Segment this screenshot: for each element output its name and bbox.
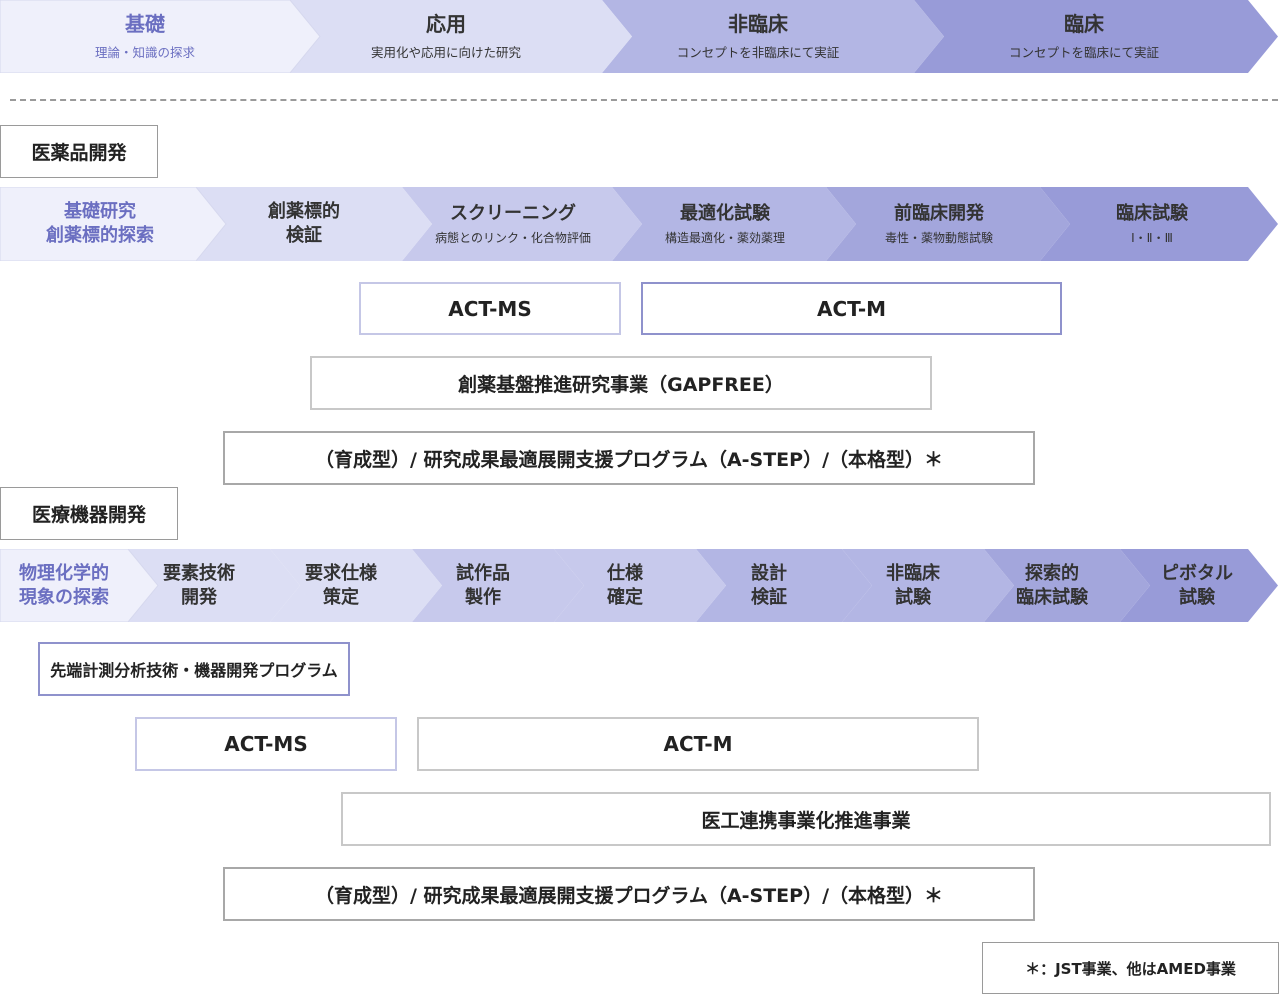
stage-line2: 確定 xyxy=(607,586,643,608)
stage-line2: 創薬標的探索 xyxy=(46,225,154,246)
device-stage-spec-fix: 仕様 確定 xyxy=(554,549,696,622)
phase-title: 臨床 xyxy=(1064,12,1104,36)
stage-line1: 基礎研究 xyxy=(64,201,136,222)
drug-stage-clinical-trial: 臨床試験 Ⅰ・Ⅱ・Ⅲ xyxy=(1046,187,1258,261)
phase-arrow-2 xyxy=(290,0,632,73)
device-stage-pivotal: ピボタル 試験 xyxy=(1120,549,1274,622)
drug-stage-arrow-5 xyxy=(826,187,1070,261)
device-stage-shapes xyxy=(0,549,1278,622)
device-stage-exploratory-clinical: 探索的 臨床試験 xyxy=(984,549,1120,622)
device-stage-arrow-1 xyxy=(0,549,159,622)
device-program-sentan: 先端計測分析技術・機器開発プログラム xyxy=(38,642,350,696)
stage-line2: 試験 xyxy=(1179,586,1215,608)
device-stage-element-tech: 要素技術 開発 xyxy=(128,549,270,622)
phase-basic: 基礎 理論・知識の探求 xyxy=(0,0,290,73)
drug-stage-rail: 基礎研究 創薬標的探索 創薬標的 検証 スクリーニング 病態とのリンク・化合物評… xyxy=(0,187,1278,261)
device-stage-arrow-8 xyxy=(984,549,1150,622)
stage-line2: 検証 xyxy=(751,586,787,608)
drug-stage-arrow-1 xyxy=(0,187,227,261)
stage-line1: 探索的 xyxy=(1025,562,1079,584)
stage-subtitle: 構造最適化・薬効薬理 xyxy=(664,231,785,245)
device-program-a-step: （育成型）/ 研究成果最適展開支援プログラム（A-STEP）/（本格型）＊ xyxy=(223,867,1035,921)
stage-line1: 物理化学的 xyxy=(19,562,109,584)
phase-arrow-rail: 基礎 理論・知識の探求 応用 実用化や応用に向けた研究 非臨床 コンセプトを非臨… xyxy=(0,0,1278,73)
drug-program-act-m: ACT-M xyxy=(641,282,1062,335)
stage-line1: 非臨床 xyxy=(886,562,940,584)
phase-arrow-1 xyxy=(0,0,321,73)
device-stage-arrow-6 xyxy=(696,549,872,622)
drug-section-label: 医薬品開発 xyxy=(0,125,158,178)
drug-stage-shapes xyxy=(0,187,1278,261)
stage-line1: 設計 xyxy=(751,562,787,584)
drug-stage-screening: スクリーニング 病態とのリンク・化合物評価 xyxy=(408,187,618,261)
footnote: ＊：JST事業、他はAMED事業 xyxy=(982,942,1279,994)
drug-program-a-step: （育成型）/ 研究成果最適展開支援プログラム（A-STEP）/（本格型）＊ xyxy=(223,431,1035,485)
drug-stage-preclinical: 前臨床開発 毒性・薬物動態試験 xyxy=(832,187,1046,261)
stage-subtitle: 毒性・薬物動態試験 xyxy=(884,231,993,245)
stage-line2: 開発 xyxy=(181,586,217,608)
stage-line1: 要求仕様 xyxy=(305,562,377,584)
device-stage-arrow-3 xyxy=(270,549,442,622)
phase-subtitle: 実用化や応用に向けた研究 xyxy=(370,45,521,60)
stage-line1: 創薬標的 xyxy=(268,201,340,222)
phase-arrow-4 xyxy=(914,0,1278,73)
stage-line1: 試作品 xyxy=(456,562,510,584)
phase-title: 応用 xyxy=(426,12,466,36)
stage-line2: 臨床試験 xyxy=(1016,586,1088,608)
device-program-ikou: 医工連携事業化推進事業 xyxy=(341,792,1271,846)
stage-line2: 策定 xyxy=(323,586,359,608)
drug-stage-arrow-2 xyxy=(196,187,432,261)
drug-stage-basic-research: 基礎研究 創薬標的探索 xyxy=(0,187,200,261)
drug-stage-arrow-6 xyxy=(1040,187,1278,261)
phase-title: 基礎 xyxy=(125,12,165,36)
drug-stage-target-validation: 創薬標的 検証 xyxy=(200,187,408,261)
stage-line1: 仕様 xyxy=(607,562,643,584)
device-stage-arrow-5 xyxy=(554,549,726,622)
device-stage-arrow-9 xyxy=(1120,549,1278,622)
stage-line2: 製作 xyxy=(465,586,501,608)
phase-applied: 応用 実用化や応用に向けた研究 xyxy=(290,0,602,73)
phase-arrow-3 xyxy=(602,0,944,73)
stage-line1: 臨床試験 xyxy=(1116,203,1188,224)
drug-stage-optimization: 最適化試験 構造最適化・薬効薬理 xyxy=(618,187,832,261)
phase-subtitle: コンセプトを非臨床にて実証 xyxy=(676,45,840,60)
stage-line2: 試験 xyxy=(895,586,931,608)
phase-clinical: 臨床 コンセプトを臨床にて実証 xyxy=(914,0,1254,73)
phase-subtitle: コンセプトを臨床にて実証 xyxy=(1008,45,1159,60)
stage-line1: ピボタル xyxy=(1161,562,1233,584)
stage-line1: 前臨床開発 xyxy=(894,203,984,224)
device-section-label: 医療機器開発 xyxy=(0,487,178,540)
device-stage-prototype: 試作品 製作 xyxy=(412,549,554,622)
device-stage-arrow-2 xyxy=(128,549,300,622)
drug-stage-arrow-4 xyxy=(612,187,856,261)
stage-line1: 最適化試験 xyxy=(680,203,770,224)
phase-arrow-shapes xyxy=(0,0,1278,73)
stage-line1: スクリーニング xyxy=(450,203,576,224)
phase-nonclinical: 非臨床 コンセプトを非臨床にて実証 xyxy=(602,0,914,73)
stage-line2: 検証 xyxy=(286,225,322,246)
device-stage-arrow-7 xyxy=(842,549,1014,622)
device-stage-arrow-4 xyxy=(412,549,584,622)
phase-subtitle: 理論・知識の探求 xyxy=(94,45,195,60)
stage-subtitle: 病態とのリンク・化合物評価 xyxy=(435,231,591,245)
phase-title: 非臨床 xyxy=(728,12,788,36)
device-stage-nonclinical: 非臨床 試験 xyxy=(842,549,984,622)
stage-line2: 現象の探索 xyxy=(19,586,109,608)
device-stage-requirements: 要求仕様 策定 xyxy=(270,549,412,622)
stage-line1: 要素技術 xyxy=(163,562,235,584)
drug-program-gapfree: 創薬基盤推進研究事業（GAPFREE） xyxy=(310,356,932,410)
device-stage-design-verification: 設計 検証 xyxy=(696,549,842,622)
section-divider xyxy=(10,99,1278,101)
device-stage-rail: 物理化学的 現象の探索 要素技術 開発 要求仕様 策定 試作品 製作 仕様 確定… xyxy=(0,549,1278,622)
device-program-act-m: ACT-M xyxy=(417,717,979,771)
drug-program-act-ms: ACT-MS xyxy=(359,282,621,335)
device-stage-exploration: 物理化学的 現象の探索 xyxy=(0,549,128,622)
device-program-act-ms: ACT-MS xyxy=(135,717,397,771)
stage-subtitle: Ⅰ・Ⅱ・Ⅲ xyxy=(1131,231,1173,245)
drug-stage-arrow-3 xyxy=(402,187,642,261)
